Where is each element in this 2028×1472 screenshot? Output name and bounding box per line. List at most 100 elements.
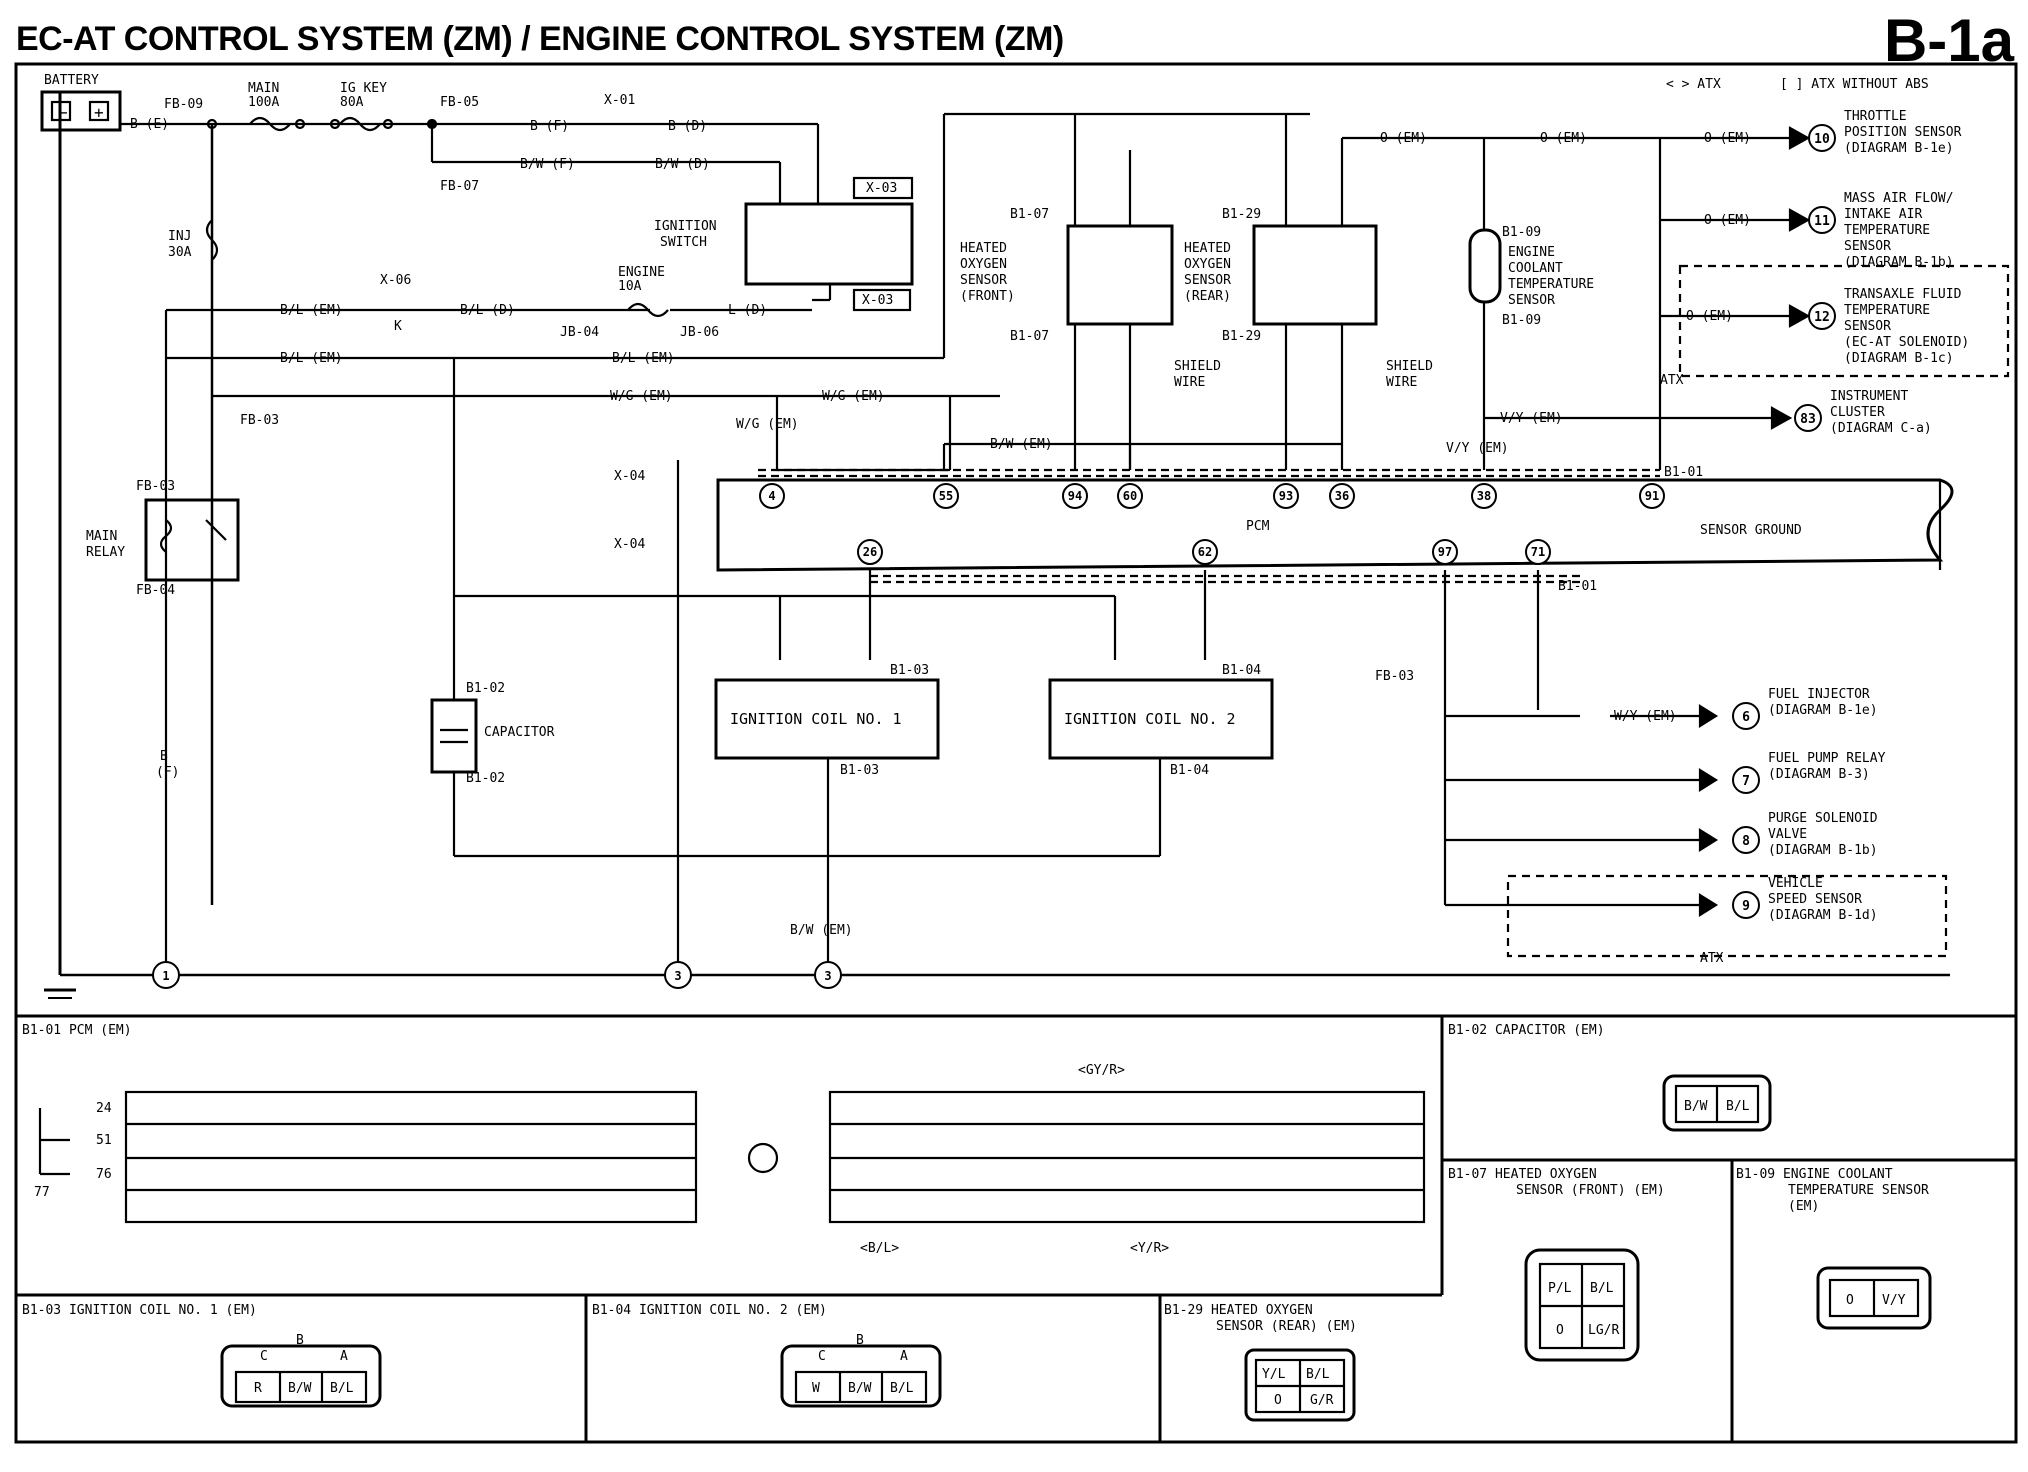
b103-title: B1-03 IGNITION COIL NO. 1 (EM) (22, 1303, 257, 1318)
svg-text:(DIAGRAM B-1d): (DIAGRAM B-1d) (1768, 908, 1878, 923)
ho2f-label-2: OXYGEN (960, 257, 1007, 272)
pcm-pin-91: 91 (1639, 483, 1665, 509)
svg-text:TEMPERATURE: TEMPERATURE (1844, 223, 1930, 238)
b104-tag-3: A (900, 1349, 908, 1364)
b103-tag-3: A (340, 1349, 348, 1364)
wy-em-label: W/Y (EM) (1614, 709, 1677, 724)
ect-label-4: SENSOR (1508, 293, 1555, 308)
ground-junction-3: 3 (814, 961, 842, 989)
svg-text:26: 26 (863, 545, 877, 559)
bf-vertical-label-2: (F) (156, 765, 179, 780)
x06-label: X-06 (380, 273, 411, 288)
svg-text:91: 91 (1645, 489, 1659, 503)
pcm-pin-60: 60 (1117, 483, 1143, 509)
svg-text:55: 55 (939, 489, 953, 503)
bl-em-label-2: B/L (EM) (280, 351, 343, 366)
b107-label: B1-07 (1010, 207, 1049, 222)
k-label: K (394, 319, 402, 334)
fb03-label-2: FB-03 (136, 479, 175, 494)
b109-cell-2: V/Y (1882, 1293, 1906, 1308)
b129-cell-4: G/R (1310, 1393, 1334, 1408)
atx-label: ATX (1660, 373, 1684, 388)
be-label: B (E) (130, 117, 169, 132)
b107-cell-4: LG/R (1588, 1323, 1619, 1338)
b104-label-2: B1-04 (1170, 763, 1209, 778)
battery-label: BATTERY (44, 73, 99, 88)
b109-label-2: B1-09 (1502, 313, 1541, 328)
b107-label-2: B1-07 (1010, 329, 1049, 344)
ect-label-2: COOLANT (1508, 261, 1563, 276)
b101-top-label: <GY/R> (1078, 1063, 1125, 1078)
battery-box (40, 90, 122, 132)
svg-text:62: 62 (1198, 545, 1212, 559)
pcm-label: PCM (1246, 519, 1270, 534)
shield-wire-label-4: WIRE (1386, 375, 1417, 390)
ect-label-1: ENGINE (1508, 245, 1555, 260)
svg-text:SENSOR: SENSOR (1844, 319, 1891, 334)
pcm-pin-38: 38 (1471, 483, 1497, 509)
svg-text:TRANSAXLE FLUID: TRANSAXLE FLUID (1844, 287, 1962, 302)
o-em-label-4: O (EM) (1704, 213, 1751, 228)
svg-text:(DIAGRAM B-3): (DIAGRAM B-3) (1768, 767, 1870, 782)
b103-cell-3: B/L (330, 1381, 354, 1396)
jb06-label: JB-06 (680, 325, 719, 340)
b103-tag-1: C (260, 1349, 268, 1364)
x04-label: X-04 (614, 469, 645, 484)
main-relay-box (144, 498, 240, 582)
svg-text:VALVE: VALVE (1768, 827, 1807, 842)
b102-label-2: B1-02 (466, 771, 505, 786)
bf-label: B (F) (530, 119, 569, 134)
b129-title-1: B1-29 HEATED OXYGEN (1164, 1303, 1313, 1318)
svg-text:71: 71 (1531, 545, 1545, 559)
pcm-pin-36: 36 (1329, 483, 1355, 509)
bwf-label: B/W (F) (520, 157, 575, 172)
svg-text:+: + (94, 103, 104, 122)
b101-side-pin-1: 24 (96, 1101, 112, 1116)
vy-em-label: V/Y (EM) (1500, 411, 1563, 426)
pcm-pin-62: 62 (1192, 539, 1218, 565)
b102-label: B1-02 (466, 681, 505, 696)
svg-text:THROTTLE: THROTTLE (1844, 109, 1907, 124)
b104-tag-2: B (856, 1333, 864, 1348)
atx-label-2: ATX (1700, 951, 1724, 966)
b103-cell-2: B/W (288, 1381, 312, 1396)
svg-text:6: 6 (1742, 710, 1750, 725)
pcm-pin-4: 4 (759, 483, 785, 509)
inj-fuse-label-2: 30A (168, 245, 192, 260)
ignition-switch-box (744, 202, 914, 286)
b107-cell-1: P/L (1548, 1281, 1572, 1296)
igkey-fuse-label-1: IG KEY (340, 81, 387, 96)
ho2r-label-4: (REAR) (1184, 289, 1231, 304)
svg-text:−: − (58, 103, 68, 122)
ect-label-3: TEMPERATURE (1508, 277, 1594, 292)
main-relay-label-2: RELAY (86, 545, 125, 560)
svg-text:9: 9 (1742, 899, 1750, 914)
page-title: EC-AT CONTROL SYSTEM (ZM) / ENGINE CONTR… (16, 20, 1064, 58)
b109-cell-1: O (1846, 1293, 1854, 1308)
capacitor-label: CAPACITOR (484, 725, 555, 740)
b129-label: B1-29 (1222, 207, 1261, 222)
shield-wire-label-1: SHIELD (1174, 359, 1221, 374)
b109-label: B1-09 (1502, 225, 1541, 240)
b101-label: B1-01 (1664, 465, 1703, 480)
b129-label-2: B1-29 (1222, 329, 1261, 344)
bf-vertical-label-1: B (160, 749, 168, 764)
x03b-label: X-03 (862, 293, 893, 308)
atx-dashed-box-2 (1506, 874, 1948, 958)
x03-label: X-03 (866, 181, 897, 196)
svg-text:FUEL INJECTOR: FUEL INJECTOR (1768, 687, 1870, 702)
ign-switch-label-1: IGNITION (654, 219, 717, 234)
svg-text:POSITION SENSOR: POSITION SENSOR (1844, 125, 1962, 140)
svg-text:(DIAGRAM B-1c): (DIAGRAM B-1c) (1844, 351, 1954, 366)
svg-text:10: 10 (1814, 132, 1830, 147)
pcm-pin-94: 94 (1062, 483, 1088, 509)
svg-text:4: 4 (768, 489, 775, 503)
b129-cell-3: O (1274, 1393, 1282, 1408)
svg-text:(DIAGRAM B-1b): (DIAGRAM B-1b) (1844, 255, 1954, 270)
b101-side-pin-4: 77 (34, 1185, 50, 1200)
igkey-fuse-label-2: 80A (340, 95, 364, 110)
